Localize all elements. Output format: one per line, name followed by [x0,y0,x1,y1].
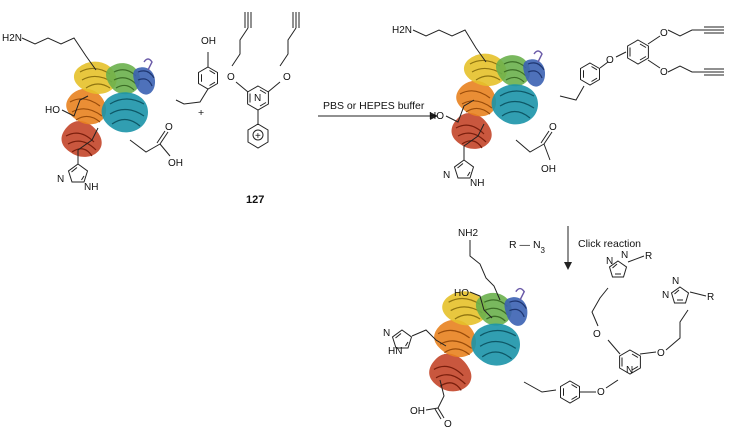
p1-o-label: O [549,122,557,133]
azide-reagent: R — N3 [509,239,546,255]
p2-r-right: R [707,292,714,303]
product-2-tyrosine-bis-triazole: O O N N R O N N R N [523,250,714,404]
tyrosine-side-chain: OH [175,36,218,105]
p1-n-label: N [443,170,450,181]
product-1-tyrosine-triazine: O O O [559,26,724,101]
nh-label: NH [84,182,98,193]
plus-sign: + [198,107,204,119]
step1-conditions: PBS or HEPES buffer [323,100,425,112]
p2-oh-label: OH [410,406,425,417]
product-1-aspartate: O OH [515,122,557,175]
p1-o-bottom: O [660,67,668,78]
reaction-arrow-2: R — N3 Click reaction [509,226,641,270]
p2-r-left: R [645,251,652,262]
serine-side-chain: HO [45,95,89,117]
p2-n-left-1: N [606,256,613,267]
reaction-arrow-1: PBS or HEPES buffer [318,100,438,120]
product-1-histidine: N NH [443,123,484,189]
compound-number: 127 [246,194,264,206]
p1-o-top: O [660,28,668,39]
p2-n-right-2: N [672,276,679,287]
p1-o-aryl: O [606,55,614,66]
p1-oh-label: OH [541,164,556,175]
step2-conditions: Click reaction [578,238,641,250]
product-2-lysine: NH2 [458,228,501,301]
reagent-127: O O N + 127 [227,12,300,206]
oh-label: OH [168,158,183,169]
p2-n-right-1: N [662,290,669,301]
o-label: O [165,122,173,133]
product-2-serine: HO [454,288,493,319]
aspartate-side-chain: O OH [129,122,183,169]
p2-ho-label: HO [454,288,469,299]
p2-o-left: O [593,329,601,340]
p1-h2n-label: H2N [392,25,412,36]
p1-nh-label: NH [470,178,484,189]
product-1-lysine: H2N [392,25,487,63]
p2-nh2-label: NH2 [458,228,478,239]
p1-ho-label: HO [429,111,444,122]
p2-hn-label: HN [388,346,402,357]
product-1-protein [450,50,546,150]
n-label: N [57,174,64,185]
tyrosine-oh-label: OH [201,36,216,47]
p2-o-label: O [444,419,452,430]
p2-triazine-n: N [626,365,633,376]
reagent-o-left: O [227,72,235,83]
lysine-side-chain: H2N [2,33,97,71]
product-1-serine: HO [429,99,475,123]
p2-o-right: O [657,348,665,359]
histidine-side-chain: N NH [57,127,98,193]
p2-o-aryl: O [597,387,605,398]
p2-n-label: N [383,328,390,339]
ho-label: HO [45,105,60,116]
reagent-o-right: O [283,72,291,83]
h2n-label: H2N [2,33,22,44]
p2-n-left-2: N [621,250,628,261]
product-2-aspartate: O OH [410,379,452,430]
reactant-protein [60,58,156,158]
product-2-protein [428,287,529,393]
product-2-histidine: N HN [383,328,447,357]
pyridinium-charge: + [255,131,261,142]
triazine-n: N [254,93,261,104]
